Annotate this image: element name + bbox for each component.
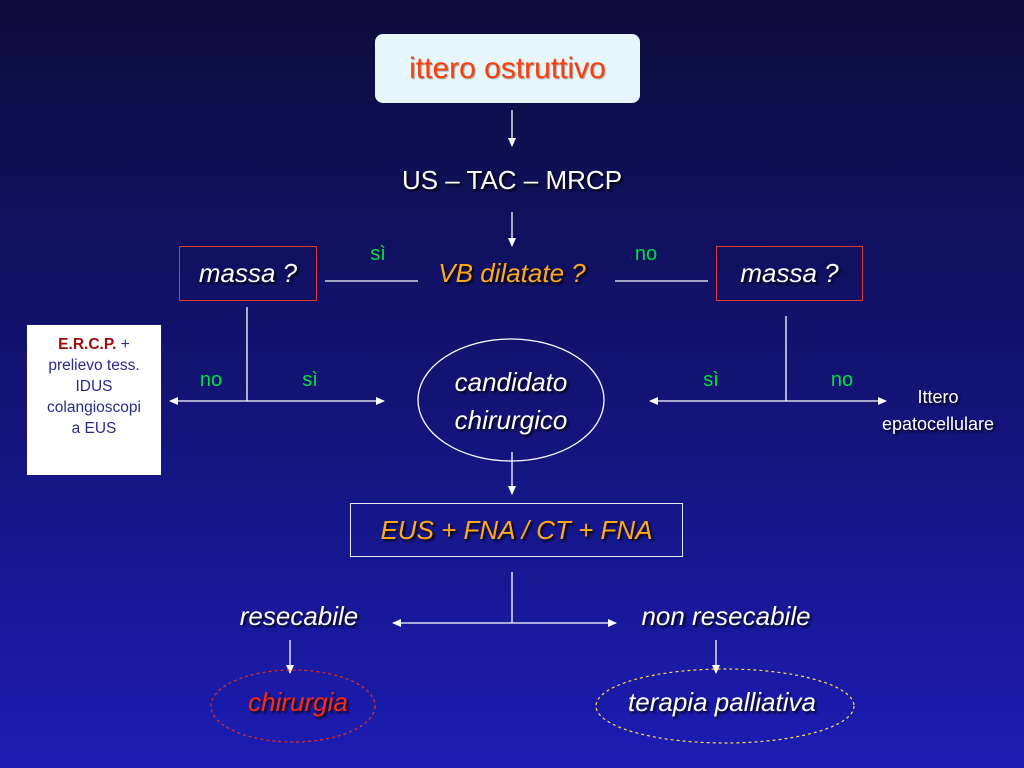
resectable-label: resecabile bbox=[239, 601, 359, 631]
left-mass-node: massa ? bbox=[179, 246, 317, 301]
left-no-label: no bbox=[199, 369, 223, 391]
ercp-line-2: IDUS bbox=[75, 378, 113, 395]
non-resectable-label: non resecabile bbox=[641, 601, 811, 631]
imaging-label: US – TAC – MRCP bbox=[401, 165, 623, 195]
ercp-line-4: a EUS bbox=[71, 420, 117, 437]
biopsy-label: EUS + FNA / CT + FNA bbox=[380, 514, 653, 545]
yes-branch-label: sì bbox=[370, 243, 386, 265]
right-no-label: no bbox=[830, 369, 854, 391]
hepatocellular-node: Ittero epatocellulare bbox=[868, 384, 1008, 438]
left-mass-label: massa ? bbox=[198, 258, 298, 288]
ercp-line-1: prelievo tess. bbox=[48, 357, 140, 374]
palliative-ellipse bbox=[595, 668, 855, 744]
candidate-line-1: candidato bbox=[454, 367, 568, 397]
candidate-node: candidato chirurgico bbox=[431, 363, 591, 439]
hepatocellular-line-1: Ittero bbox=[917, 387, 959, 407]
surgery-ellipse bbox=[210, 669, 376, 743]
ercp-plus: + bbox=[116, 336, 130, 353]
right-yes-label: sì bbox=[703, 369, 719, 391]
ercp-box: E.R.C.P. + prelievo tess. IDUS colangios… bbox=[26, 324, 162, 476]
surgery-label: chirurgia bbox=[248, 687, 348, 717]
biopsy-node: EUS + FNA / CT + FNA bbox=[350, 503, 683, 557]
ercp-title: E.R.C.P. bbox=[58, 336, 117, 353]
right-mass-node: massa ? bbox=[716, 246, 863, 301]
start-node: ittero ostruttivo bbox=[375, 34, 640, 103]
start-label: ittero ostruttivo bbox=[409, 51, 606, 85]
ercp-line-3: colangioscopi bbox=[47, 399, 141, 416]
right-mass-label: massa ? bbox=[740, 258, 839, 288]
ducts-question: VB dilatate ? bbox=[438, 258, 586, 288]
candidate-ellipse bbox=[417, 338, 605, 462]
hepatocellular-line-2: epatocellulare bbox=[881, 414, 995, 434]
left-yes-label: sì bbox=[302, 369, 318, 391]
palliative-label: terapia palliativa bbox=[628, 687, 816, 717]
no-branch-label: no bbox=[634, 243, 658, 265]
candidate-line-2: chirurgico bbox=[454, 405, 568, 435]
